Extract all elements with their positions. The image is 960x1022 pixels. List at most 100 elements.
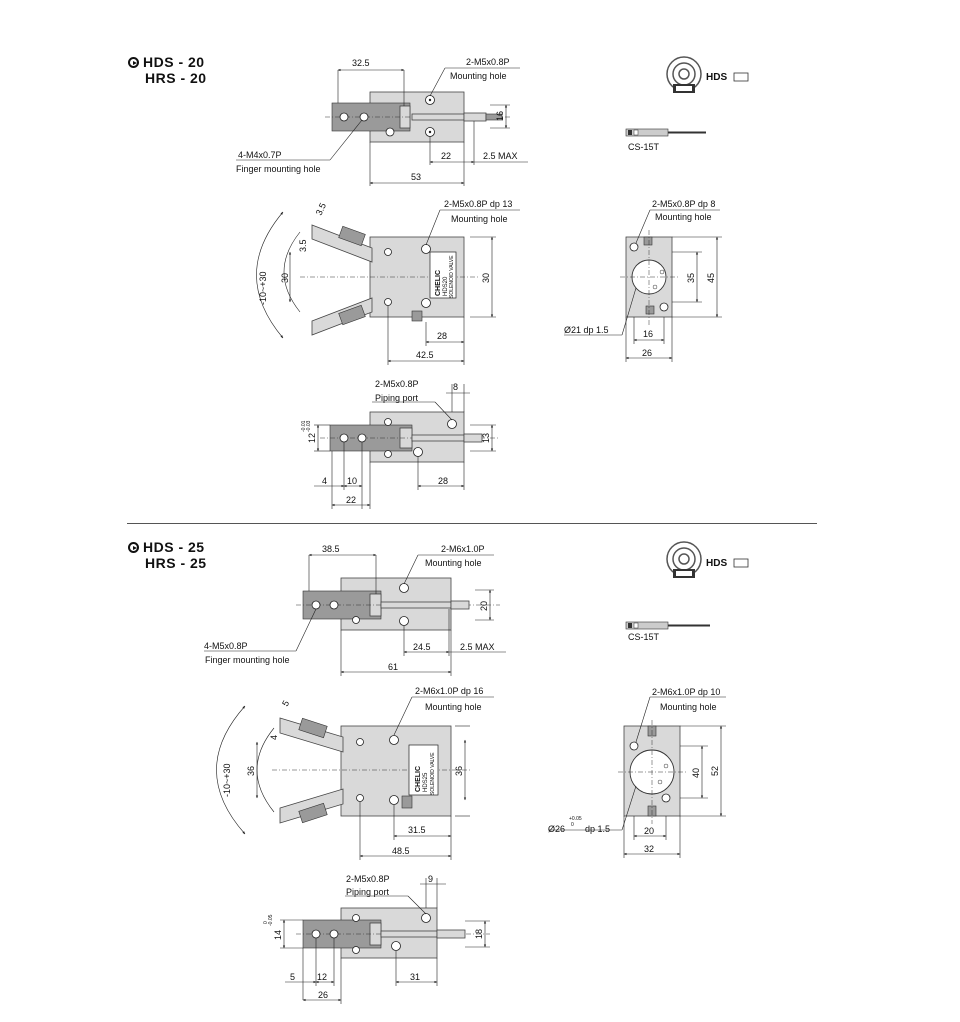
dim: 45 bbox=[706, 273, 716, 283]
svg-text:CHELIC: CHELIC bbox=[435, 270, 442, 296]
dim: 31 bbox=[410, 972, 420, 982]
callout: dp 1.5 bbox=[585, 824, 610, 834]
section-divider bbox=[127, 523, 817, 524]
callout: Mounting hole bbox=[660, 702, 717, 712]
svg-text:-0.05: -0.05 bbox=[268, 914, 274, 926]
front-view-hds20: CHELIC HDS20 SOLENOID VALVE 2-M5x0.8P dp… bbox=[256, 199, 520, 365]
callout: 2-M6x1.0P bbox=[441, 544, 485, 554]
callout: 4-M5x0.8P bbox=[204, 641, 248, 651]
svg-text:CS-15T: CS-15T bbox=[628, 142, 660, 152]
dim: -10~+30 bbox=[222, 763, 232, 797]
callout: 2-M5x0.8P dp 13 bbox=[444, 199, 512, 209]
dim: 5 bbox=[280, 699, 291, 708]
dim: 8 bbox=[453, 382, 458, 392]
dim: 12 bbox=[317, 972, 327, 982]
dim: 9 bbox=[428, 874, 433, 884]
svg-text:HDS: HDS bbox=[706, 558, 727, 569]
dim: 30 bbox=[481, 273, 491, 283]
dim: 32.5 bbox=[352, 58, 370, 68]
dim: 22 bbox=[346, 495, 356, 505]
callout: Finger mounting hole bbox=[236, 164, 321, 174]
callout: Mounting hole bbox=[450, 71, 507, 81]
callout: 2-M6x1.0P dp 16 bbox=[415, 686, 483, 696]
pneumatic-symbol-hds20: HDS bbox=[666, 56, 749, 93]
dim: 42.5 bbox=[416, 350, 434, 360]
dim: 5 bbox=[290, 972, 295, 982]
dim: 26 bbox=[642, 348, 652, 358]
svg-text:HDS20: HDS20 bbox=[443, 276, 449, 296]
dim: 32 bbox=[644, 844, 654, 854]
callout: Piping port bbox=[375, 393, 419, 403]
callout: 4-M4x0.7P bbox=[238, 150, 282, 160]
dim: 61 bbox=[388, 662, 398, 672]
callout: Mounting hole bbox=[425, 702, 482, 712]
dim: 12 bbox=[307, 433, 317, 443]
dim: 28 bbox=[437, 331, 447, 341]
dim: 2.5 MAX bbox=[460, 642, 495, 652]
svg-text:+0.05: +0.05 bbox=[569, 816, 582, 822]
callout: 2-M6x1.0P dp 10 bbox=[652, 687, 720, 697]
dim: 4 bbox=[269, 735, 279, 740]
callout: Piping port bbox=[346, 887, 390, 897]
sensor-cs15t-2: CS-15T bbox=[625, 621, 710, 642]
dim: 48.5 bbox=[392, 846, 410, 856]
dim: 20 bbox=[479, 601, 489, 611]
dim: 3.5 bbox=[298, 239, 308, 252]
dim: 40 bbox=[691, 768, 701, 778]
dim: 2.5 MAX bbox=[483, 151, 518, 161]
pneumatic-symbol-hds25: HDS bbox=[666, 541, 749, 578]
dim: 22 bbox=[441, 151, 451, 161]
svg-text:0: 0 bbox=[263, 921, 269, 924]
svg-text:-0.03: -0.03 bbox=[306, 420, 312, 432]
dim: 36 bbox=[454, 766, 464, 776]
dim: 24.5 bbox=[413, 642, 431, 652]
dim: 35 bbox=[686, 273, 696, 283]
sensor-cs15t-1: CS-15T bbox=[625, 128, 706, 152]
dim: 10 bbox=[347, 476, 357, 486]
dim: 30 bbox=[280, 273, 290, 283]
model-title-1: HDS - 20 HRS - 20 bbox=[128, 54, 207, 86]
dim: 36 bbox=[246, 766, 256, 776]
front-view-hds25: CHELIC HDS25 SOLENOID VALVE 2-M6x1.0P dp… bbox=[216, 686, 494, 860]
dim: 26 bbox=[318, 990, 328, 1000]
callout: Mounting hole bbox=[451, 214, 508, 224]
top-view-hds25: 38.5 2-M6x1.0P Mounting hole 20 24.5 2.5… bbox=[204, 544, 506, 676]
top-view-hds20: 32.5 2-M5x0.8P Mounting hole 16 22 2.5 M… bbox=[236, 57, 528, 186]
play-bullet-icon bbox=[128, 57, 139, 68]
svg-text:HDS25: HDS25 bbox=[423, 772, 429, 792]
dim: 13 bbox=[481, 433, 491, 443]
callout: Mounting hole bbox=[425, 558, 482, 568]
side-view-hds25: 2-M6x1.0P dp 10 Mounting hole 40 52 Ø26 … bbox=[548, 687, 726, 858]
dim: 16 bbox=[495, 111, 505, 121]
svg-text:CS-15T: CS-15T bbox=[628, 632, 660, 642]
callout: Mounting hole bbox=[655, 212, 712, 222]
dim: 14 bbox=[273, 930, 283, 940]
dim: 4 bbox=[322, 476, 327, 486]
dim: 31.5 bbox=[408, 825, 426, 835]
dim: 53 bbox=[411, 172, 421, 182]
callout: 2-M5x0.8P bbox=[375, 379, 419, 389]
svg-text:SOLENOID VALVE: SOLENOID VALVE bbox=[430, 752, 436, 795]
bottom-view-hds20: 2-M5x0.8P Piping port 8 12 -0.01 -0.03 1… bbox=[301, 379, 500, 509]
svg-text:HDS: HDS bbox=[706, 72, 727, 83]
svg-text:0: 0 bbox=[571, 822, 574, 828]
callout: 2-M5x0.8P bbox=[346, 874, 390, 884]
dim: 28 bbox=[438, 476, 448, 486]
dim: 52 bbox=[710, 766, 720, 776]
callout: 2-M5x0.8P dp 8 bbox=[652, 199, 715, 209]
callout: 2-M5x0.8P bbox=[466, 57, 510, 67]
svg-text:SOLENOID VALVE: SOLENOID VALVE bbox=[449, 255, 455, 298]
side-view-hds20: 2-M5x0.8P dp 8 Mounting hole 35 45 Ø21 d… bbox=[564, 199, 722, 362]
dim: 16 bbox=[643, 329, 653, 339]
model-title-2: HDS - 25 HRS - 25 bbox=[128, 539, 207, 571]
dim: -10~+30 bbox=[258, 271, 268, 305]
svg-text:CHELIC: CHELIC bbox=[415, 766, 422, 792]
dim: 38.5 bbox=[322, 544, 340, 554]
dim: 18 bbox=[474, 929, 484, 939]
callout: Ø26 bbox=[548, 824, 565, 834]
svg-text:-0.01: -0.01 bbox=[301, 420, 307, 432]
dim: 3.5 bbox=[314, 201, 328, 217]
callout: Ø21 dp 1.5 bbox=[564, 325, 609, 335]
bottom-view-hds25: 2-M5x0.8P Piping port 9 14 0 -0.05 18 5 … bbox=[263, 874, 490, 1004]
